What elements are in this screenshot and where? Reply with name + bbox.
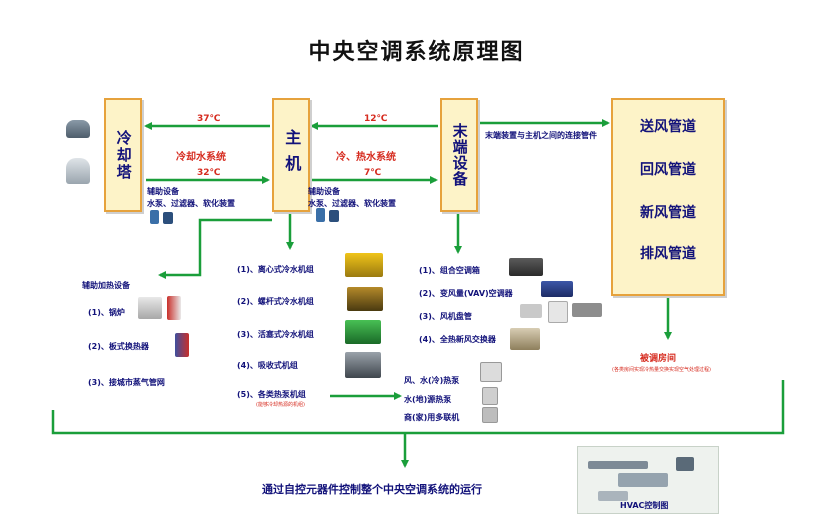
host-type-note: (能够冷却热源的机组): [256, 402, 305, 408]
screw-chiller-icon: [347, 287, 383, 311]
pump-icon: [163, 212, 173, 224]
heating-aux-item: (1)、锅炉: [88, 308, 125, 317]
cooling-water-label: 冷却水系统: [176, 152, 226, 163]
centrifugal-chiller-icon: [345, 253, 383, 277]
terminal-box: 末端设备: [440, 98, 478, 212]
fan-coil-icon: [520, 304, 542, 318]
terminal-type-item: (2)、变风量(VAV)空调器: [419, 289, 513, 298]
fan-coil-icon: [572, 303, 602, 317]
duct-exhaust: 排风管道: [640, 246, 696, 262]
page-title: 中央空调系统原理图: [308, 40, 525, 65]
temp-37: 37℃: [197, 114, 221, 124]
heat-exchanger-ventilator-icon: [510, 328, 540, 350]
heating-aux-item: (2)、板式换热器: [88, 342, 149, 351]
temp-32: 32℃: [197, 168, 221, 178]
cooling-tower-icon: [66, 158, 90, 184]
air-handling-unit-icon: [509, 258, 543, 276]
chilled-water-label: 冷、热水系统: [336, 152, 396, 163]
aux-items-right: 水泵、过滤器、软化装置: [308, 199, 396, 208]
hvac-label: HVAC控制图: [620, 501, 669, 510]
terminal-type-item: (4)、全热新风交换器: [419, 335, 496, 344]
heat-pump-icon: [482, 387, 498, 405]
vav-unit-icon: [541, 281, 573, 297]
fan-coil-icon: [548, 301, 568, 323]
heat-pump-item: 风、水(冷)热泵: [404, 376, 460, 385]
piston-chiller-icon: [345, 320, 381, 344]
host-type-item: (5)、各类热泵机组: [237, 390, 306, 399]
cooling-tower-label: 冷却塔: [114, 129, 133, 181]
host-type-item: (4)、吸收式机组: [237, 361, 298, 370]
heat-pump-item: 商(家)用多联机: [404, 413, 460, 422]
host-type-item: (1)、离心式冷水机组: [237, 265, 314, 274]
host-type-item: (3)、活塞式冷水机组: [237, 330, 314, 339]
conditioned-room-note: (各类房间实现冷热量交换实现空气处理过程): [612, 367, 711, 373]
aux-items: 水泵、过滤器、软化装置: [147, 199, 235, 208]
aux-title-right: 辅助设备: [308, 187, 340, 196]
host-box: 主机: [272, 98, 310, 212]
hvac-control-diagram: HVAC控制图: [577, 446, 719, 514]
heating-aux-item: (3)、接城市蒸气管网: [88, 378, 165, 387]
host-label: 主机: [282, 129, 302, 181]
temp-7: 7℃: [364, 168, 382, 178]
aux-title: 辅助设备: [147, 187, 179, 196]
heating-aux-title: 辅助加热设备: [82, 281, 130, 290]
conditioned-room: 被调房间: [640, 354, 677, 364]
duct-fresh: 新风管道: [640, 205, 696, 221]
pump-icon: [329, 210, 339, 222]
boiler-icon: [167, 296, 181, 320]
host-type-item: (2)、螺杆式冷水机组: [237, 297, 314, 306]
control-bracket: [51, 380, 785, 435]
boiler-icon: [138, 297, 162, 319]
heat-pump-item: 水(地)源热泵: [404, 395, 452, 404]
duct-icon: [588, 461, 648, 469]
plate-exchanger-icon: [175, 333, 189, 357]
terminal-type-item: (3)、风机盘管: [419, 312, 472, 321]
cooling-tower-box: 冷却塔: [104, 98, 142, 212]
cooling-tower-icon: [66, 120, 90, 138]
controller-icon: [676, 457, 694, 471]
duct-supply: 送风管道: [640, 119, 696, 135]
pump-icon: [316, 208, 325, 222]
heat-pump-icon: [482, 407, 498, 423]
ducts-box: 送风管道 回风管道 新风管道 排风管道: [611, 98, 725, 296]
duct-icon: [618, 473, 668, 487]
control-text: 通过自控元器件控制整个中央空调系统的运行: [262, 483, 482, 496]
temp-12: 12℃: [364, 114, 388, 124]
heat-pump-icon: [480, 362, 502, 382]
arrow-to-heating-aux: [158, 218, 272, 279]
terminal-label: 末端设备: [450, 123, 469, 187]
duct-return: 回风管道: [640, 162, 696, 178]
duct-icon: [598, 491, 628, 501]
absorption-chiller-icon: [345, 352, 381, 378]
pump-icon: [150, 210, 159, 224]
terminal-pipe-note: 末端装置与主机之间的连接管件: [485, 131, 597, 140]
terminal-type-item: (1)、组合空调箱: [419, 266, 480, 275]
